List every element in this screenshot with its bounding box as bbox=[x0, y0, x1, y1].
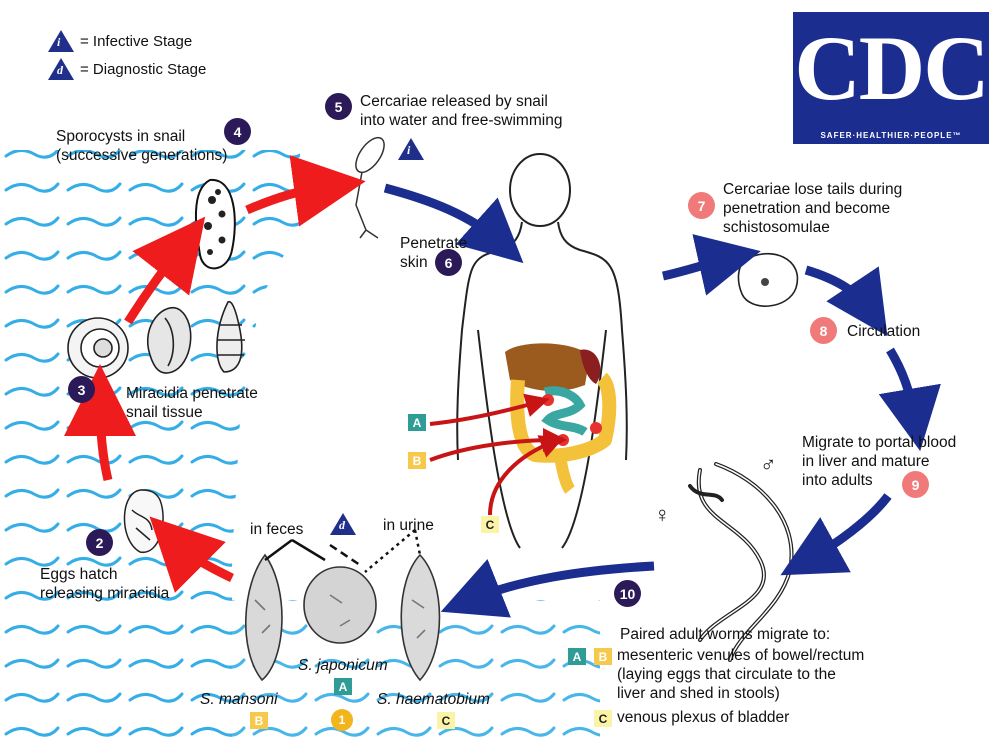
adults-bladder-text: venous plexus of bladder bbox=[617, 708, 789, 727]
legend-diagnostic: d = Diagnostic Stage bbox=[48, 58, 206, 80]
intestine-organs bbox=[505, 343, 609, 490]
diagnostic-stage-marker: d bbox=[330, 513, 356, 535]
badge-B-mansoni: B bbox=[250, 712, 268, 729]
schistosomula-illustration bbox=[738, 254, 797, 306]
infective-stage-marker: i bbox=[398, 138, 424, 160]
cdc-logo: CDC SAFER·HEALTHIER·PEOPLE™ bbox=[793, 12, 989, 144]
step1-number: 1 bbox=[331, 709, 353, 731]
step10-number: 10 bbox=[614, 580, 641, 607]
male-symbol: ♂ bbox=[760, 455, 777, 474]
badge-B-organ: B bbox=[408, 452, 426, 469]
step3-number: 3 bbox=[68, 376, 95, 403]
sporocyst-illustration bbox=[196, 180, 235, 268]
badge-C-organ: C bbox=[481, 516, 499, 533]
badge-A-organ: A bbox=[408, 414, 426, 431]
step7-number: 7 bbox=[688, 192, 715, 219]
legend-infective-label: = Infective Stage bbox=[80, 33, 192, 50]
in-feces-label: in feces bbox=[250, 520, 303, 539]
step5-number: 5 bbox=[325, 93, 352, 120]
mansoni-label: S. mansoni bbox=[200, 690, 278, 709]
cercaria-illustration bbox=[350, 133, 389, 238]
step9-number: 9 bbox=[902, 471, 929, 498]
miracidium-illustration bbox=[124, 490, 163, 552]
badge-A-adults: A bbox=[568, 648, 586, 665]
legend-diagnostic-label: = Diagnostic Stage bbox=[80, 61, 206, 78]
step4-label: Sporocysts in snail(successive generatio… bbox=[56, 127, 227, 165]
female-symbol: ♀ bbox=[654, 505, 671, 524]
japonicum-label: S. japonicum bbox=[298, 656, 388, 675]
step2-number: 2 bbox=[86, 529, 113, 556]
adults-mesenteric-text: mesenteric venules of bowel/rectum(layin… bbox=[617, 646, 864, 703]
in-urine-label: in urine bbox=[383, 516, 434, 535]
adults-intro: Paired adult worms migrate to: bbox=[620, 625, 830, 644]
step6-number: 6 bbox=[435, 249, 462, 276]
badge-C-adults: C bbox=[594, 710, 612, 727]
step4-number: 4 bbox=[224, 118, 251, 145]
step8-label: Circulation bbox=[847, 322, 920, 341]
badge-A-japonicum: A bbox=[334, 678, 352, 695]
diagnostic-stage-icon: d bbox=[48, 58, 74, 80]
legend-infective: i = Infective Stage bbox=[48, 30, 192, 52]
infective-stage-icon: i bbox=[48, 30, 74, 52]
step8-number: 8 bbox=[810, 317, 837, 344]
badge-C-haematobium: C bbox=[437, 712, 455, 729]
badge-B-adults: B bbox=[594, 648, 612, 665]
haematobium-label: S. haematobium bbox=[377, 690, 490, 709]
